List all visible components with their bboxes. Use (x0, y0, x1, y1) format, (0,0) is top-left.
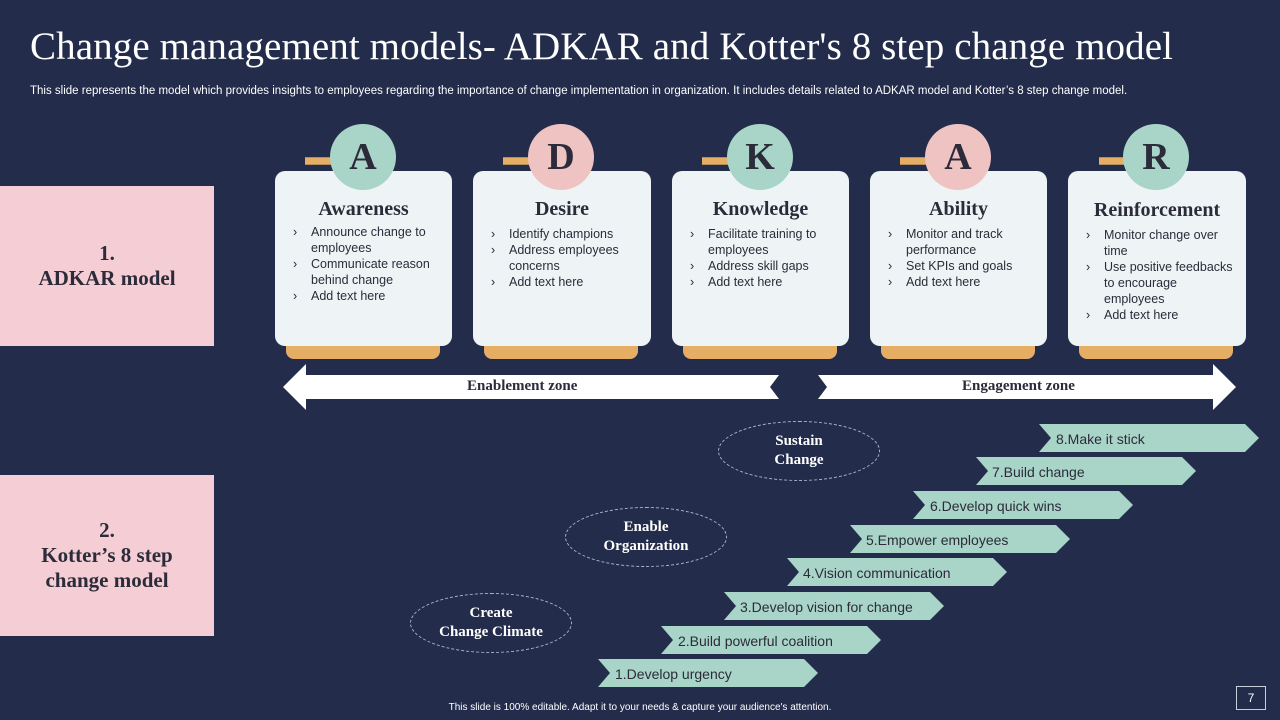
list-item: Communicate reason behind change (289, 256, 444, 288)
step-label: 6.Develop quick wins (930, 498, 1062, 514)
engagement-zone-arrow (818, 364, 1236, 410)
phase-create-change-climate: Create Change Climate (410, 593, 572, 653)
kotter-step-5 (850, 525, 1070, 553)
adkar-card-awareness: Awareness Announce change to employees C… (275, 171, 452, 346)
phase-label: Change Climate (439, 624, 543, 640)
list-item: Identify champions (487, 226, 643, 242)
footer-note: This slide is 100% editable. Adapt it to… (448, 702, 832, 713)
page-subtitle: This slide represents the model which pr… (30, 85, 1128, 97)
phase-label: Organization (603, 538, 689, 554)
adkar-letter-circle: R (1123, 124, 1189, 190)
step-label: 4.Vision communication (803, 565, 951, 581)
kotter-step-2 (661, 626, 881, 654)
list-item: Facilitate training to employees (686, 226, 841, 258)
phase-label: Change (774, 452, 824, 468)
card-title: Desire (534, 198, 590, 220)
side-label-text: change model (45, 568, 169, 592)
step-label: 5.Empower employees (866, 532, 1009, 548)
step-label: 1.Develop urgency (615, 666, 732, 682)
step-label: 2.Build powerful coalition (678, 633, 833, 649)
card-title: Reinforcement (1093, 199, 1221, 221)
list-item: Add text here (1082, 307, 1238, 323)
step-label: 3.Develop vision for change (740, 599, 913, 615)
adkar-letter-circle: D (528, 124, 594, 190)
kotter-step-7 (976, 457, 1196, 485)
list-item: Add text here (686, 274, 841, 290)
side-label-number: 2. (99, 518, 115, 542)
kotter-step-8 (1039, 424, 1259, 452)
list-item: Use positive feedbacks to encourage empl… (1082, 259, 1238, 307)
adkar-model-label: 1. ADKAR model (0, 186, 214, 346)
kotter-step-1 (598, 659, 818, 687)
adkar-card-ability: Ability Monitor and track performance Se… (870, 171, 1047, 346)
adkar-letter-circle: A (925, 124, 991, 190)
phase-label: Create (469, 605, 513, 621)
kotter-model-label: 2. Kotter’s 8 step change model (0, 475, 214, 636)
page-number: 7 (1236, 686, 1266, 710)
side-label-number: 1. (99, 241, 115, 265)
kotter-step-6 (913, 491, 1133, 519)
page-title: Change management models- ADKAR and Kott… (30, 25, 1174, 68)
enablement-zone-arrow (283, 364, 779, 410)
step-label: 7.Build change (992, 464, 1085, 480)
phase-label: Enable (623, 519, 669, 535)
step-label: 8.Make it stick (1056, 431, 1145, 447)
phase-sustain-change: Sustain Change (718, 421, 880, 481)
list-item: Add text here (884, 274, 1039, 290)
list-item: Announce change to employees (289, 224, 444, 256)
phase-label: Sustain (775, 433, 823, 449)
list-item: Address skill gaps (686, 258, 841, 274)
engagement-zone-label: Engagement zone (962, 378, 1075, 394)
phase-enable-organization: Enable Organization (565, 507, 727, 567)
card-title: Awareness (318, 198, 409, 220)
adkar-card-knowledge: Knowledge Facilitate training to employe… (672, 171, 849, 346)
kotter-step-4 (787, 558, 1007, 586)
side-label-text: ADKAR model (38, 266, 176, 290)
side-label-text: Kotter’s 8 step (41, 543, 173, 567)
list-item: Monitor change over time (1082, 227, 1238, 259)
adkar-letter-circle: A (330, 124, 396, 190)
list-item: Address employees concerns (487, 242, 643, 274)
list-item: Set KPIs and goals (884, 258, 1039, 274)
enablement-zone-label: Enablement zone (467, 378, 578, 394)
kotter-step-3 (724, 592, 944, 620)
adkar-card-reinforcement: Reinforcement Monitor change over time U… (1068, 171, 1246, 346)
list-item: Add text here (289, 288, 444, 304)
adkar-card-desire: Desire Identify champions Address employ… (473, 171, 651, 346)
list-item: Monitor and track performance (884, 226, 1039, 258)
card-title: Knowledge (712, 198, 809, 220)
list-item: Add text here (487, 274, 643, 290)
card-title: Ability (929, 198, 988, 220)
adkar-letter-circle: K (727, 124, 793, 190)
